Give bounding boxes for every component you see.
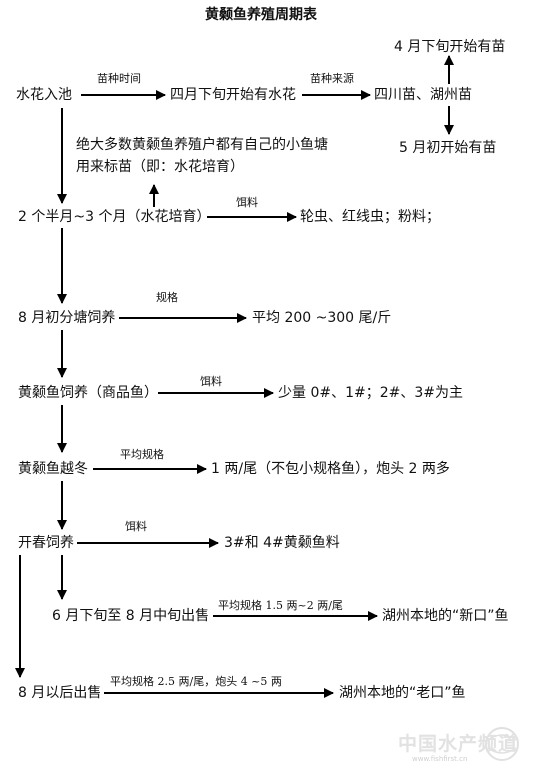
note-block: 绝大多数黄颡鱼养殖户都有自己的小鱼塘 用来标苗（即：水花培育）: [76, 134, 376, 178]
node-avg-200-300: 平均 200 ~300 尾/斤: [252, 310, 392, 326]
watermark-globe-icon: [485, 727, 519, 761]
node-commercial-fish: 黄颡鱼饲养（商品鱼）: [18, 385, 158, 401]
label-feed-2: 饵料: [200, 375, 222, 388]
label-fry-source: 苗种来源: [310, 72, 354, 85]
node-june-aug-sale: 6 月下旬至 8 月中旬出售: [52, 608, 210, 624]
label-spec: 规格: [156, 291, 178, 304]
node-sichuan-huzhou: 四川苗、湖州苗: [374, 87, 472, 103]
watermark-text: 中国水产频道: [398, 733, 519, 755]
node-may-early-fry: 5 月初开始有苗: [399, 140, 497, 156]
node-silun-xiaxun: 四月下旬开始有水花: [170, 87, 296, 103]
label-avg-spec-15: 平均规格 1.5 两~2 两/尾: [218, 599, 343, 612]
node-spring-feed: 开春饲养: [18, 535, 74, 551]
label-feed-1: 饵料: [236, 196, 258, 209]
label-fry-time: 苗种时间: [97, 72, 141, 85]
node-april-late-fry: 4 月下旬开始有苗: [394, 39, 506, 55]
label-avg-spec-25: 平均规格 2.5 两/尾，炮头 4 ~5 两: [110, 675, 282, 688]
node-one-liang: 1 两/尾（不包小规格鱼），炮头 2 两多: [211, 461, 450, 477]
node-shuihua-ruchi: 水花入池: [16, 87, 72, 103]
label-avg-spec: 平均规格: [120, 448, 164, 461]
node-overwinter: 黄颡鱼越冬: [18, 461, 88, 477]
diagram-title: 黄颡鱼养殖周期表: [205, 7, 317, 23]
node-feed-rotifer: 轮虫、红线虫；粉料；: [300, 209, 440, 225]
watermark-url: www.fishfirst.cn: [412, 755, 468, 763]
node-aug-split-pond: 8 月初分塘饲养: [18, 310, 116, 326]
node-huzhou-old: 湖州本地的“老口”鱼: [339, 685, 466, 701]
node-stage-two-months: 2 个半月~3 个月（水花培育）: [18, 209, 211, 225]
node-after-aug-sale: 8 月以后出售: [18, 685, 102, 701]
label-feed-3: 饵料: [125, 520, 147, 533]
node-small-0-1: 少量 0#、1#；2#、3#为主: [278, 385, 464, 401]
node-huzhou-new: 湖州本地的“新口”鱼: [382, 608, 509, 624]
note-line-2: 用来标苗（即：水花培育）: [76, 159, 244, 175]
node-feed-3-4: 3#和 4#黄颡鱼料: [224, 535, 340, 551]
note-line-1: 绝大多数黄颡鱼养殖户都有自己的小鱼塘: [76, 137, 328, 153]
